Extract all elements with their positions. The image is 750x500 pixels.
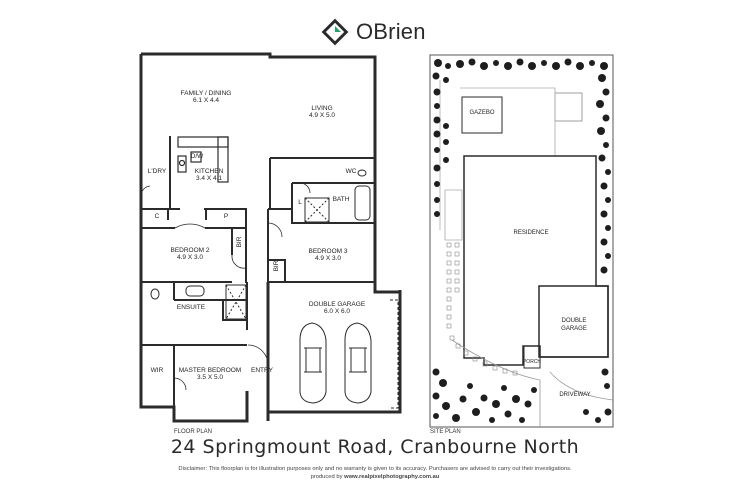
room-family-dining: FAMILY / DINING <box>181 90 232 97</box>
room-bedroom3: BEDROOM 3 <box>308 248 347 255</box>
producer-prefix: produced by <box>310 474 343 480</box>
site-label-driveway: DRIVEWAY <box>559 392 590 398</box>
room-ensuite: ENSUITE <box>177 304 206 311</box>
brand-logo: OBrien <box>320 16 426 48</box>
room-bedroom3-size: 4.9 X 3.0 <box>315 255 341 262</box>
label-bir-right: BIR <box>273 260 280 271</box>
room-bedroom2-size: 4.9 X 3.0 <box>177 254 203 261</box>
floor-plan-caption: FLOOR PLAN <box>174 429 212 435</box>
room-kitchen: KITCHEN <box>195 168 224 175</box>
site-plan-labels: GAZEBO RESIDENCE DOUBLE GARAGE PORCH DRI… <box>430 110 591 435</box>
room-master-bedroom-size: 3.5 X 5.0 <box>197 374 223 381</box>
room-living: LIVING <box>311 105 332 112</box>
room-wc: WC <box>346 168 357 175</box>
garage-cars-icon <box>299 299 399 409</box>
floor-plan-labels: FAMILY / DINING 6.1 X 4.4 LIVING 4.9 X 5… <box>148 90 366 435</box>
site-label-gazebo: GAZEBO <box>469 110 494 116</box>
room-wir: WIR <box>151 367 164 374</box>
room-bath: BATH <box>333 196 350 203</box>
label-dw: D/W <box>191 153 205 160</box>
producer-credit: produced by www.realpixelphotography.com… <box>0 474 750 480</box>
site-label-residence: RESIDENCE <box>513 230 548 236</box>
floor-plan <box>139 52 402 423</box>
site-label-double-garage-line1: DOUBLE <box>562 318 587 324</box>
room-double-garage: DOUBLE GARAGE <box>309 301 366 308</box>
label-closet-c: C <box>155 213 160 220</box>
room-living-size: 4.9 X 5.0 <box>309 112 335 119</box>
tree-shrub-icons <box>432 58 612 423</box>
site-plan <box>429 54 614 428</box>
room-laundry: L'DRY <box>148 168 167 175</box>
room-double-garage-size: 6.0 X 6.0 <box>324 308 350 315</box>
label-pantry-p: P <box>224 213 228 220</box>
label-linen: L <box>298 199 302 206</box>
room-kitchen-size: 3.4 X 4.1 <box>196 175 222 182</box>
site-label-double-garage-line2: GARAGE <box>561 326 587 332</box>
producer-site-link[interactable]: www.realpixelphotography.com.au <box>344 474 440 480</box>
property-address: 24 Springmount Road, Cranbourne North <box>170 436 580 458</box>
room-bedroom2: BEDROOM 2 <box>170 247 209 254</box>
diamond-leaf-logo-icon <box>321 18 349 46</box>
disclaimer-text: Disclaimer: This floorplan is for illust… <box>178 466 572 472</box>
site-plan-caption: SITE PLAN <box>430 429 461 435</box>
room-family-dining-size: 6.1 X 4.4 <box>193 97 219 104</box>
room-entry: ENTRY <box>251 367 274 374</box>
label-bir-left: BIR <box>236 236 243 247</box>
brand-name: OBrien <box>356 19 426 44</box>
site-label-porch: PORCH <box>523 359 541 365</box>
room-master-bedroom: MASTER BEDROOM <box>179 367 241 374</box>
